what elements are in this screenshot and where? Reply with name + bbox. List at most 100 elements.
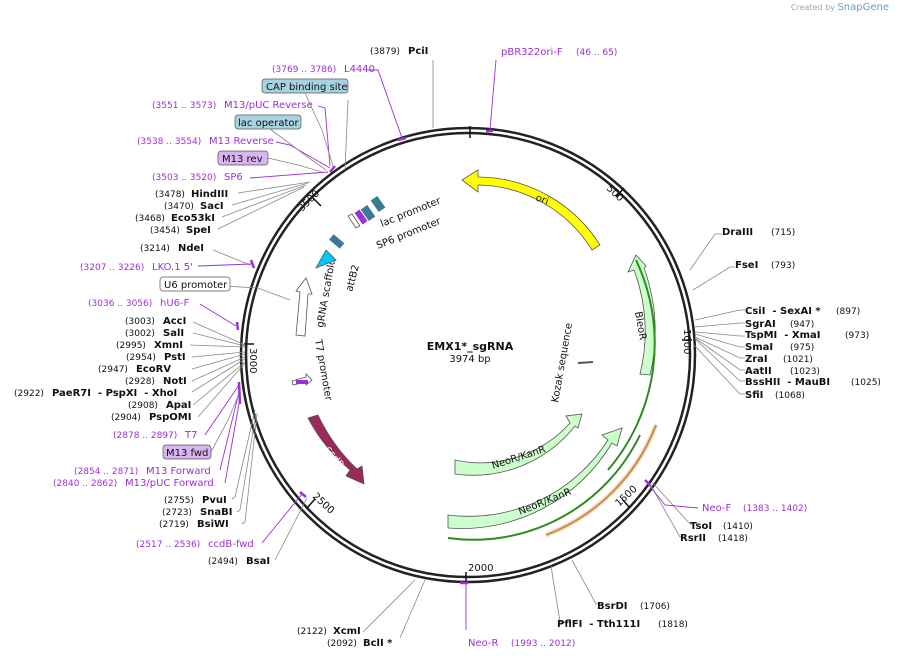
primer-ccdb-fwd: ccdB-fwd [208,539,254,550]
site-sali: SalI [163,328,184,339]
attb2-arrow [315,249,337,269]
primer-l4440-pos: (3769 .. 3786) [272,65,336,75]
site-bcli-pos: (2092) [327,639,357,649]
snapgene-credit: Created by SnapGene [791,2,889,13]
primer-lko: LKO.1 5' [152,262,193,273]
site-ecorv: EcoRV [136,364,171,375]
site-snabi-pos: (2723) [162,508,192,518]
site-xcmi: XcmI [333,626,361,637]
primer-lko-pos: (3207 .. 3226) [80,263,144,273]
plasmid-length: 3974 bp [449,354,490,365]
site-ecorv-pos: (2947) [98,365,128,375]
neokan-orf-rev [545,424,657,536]
primer-neo-f: Neo-F [702,503,732,514]
box-leader-lines [210,92,334,453]
site-sgrai: SgrAI [745,319,776,330]
primer-l4440: L4440 [344,64,375,75]
primer-t7: T7 [184,430,197,441]
site-bsai: BsaI [246,556,270,567]
neokan-orf-rev-glow [545,424,659,538]
attb2-box [329,234,345,249]
tick-500: 500 [604,183,625,204]
bleor-orf [607,259,656,471]
site-aatii: AatII [745,366,772,377]
site-pspomi-pos: (2904) [111,413,141,423]
site-saci: SacI [200,201,224,212]
site-smai-pos: (975) [790,343,814,353]
primer-pbr322ori-f: pBR322ori-F [501,47,563,58]
cap-box-label: CAP binding site [266,82,348,93]
tick-1000: 1000 [681,329,692,354]
site-snabi: SnaBI [200,507,232,518]
site-noti: NotI [163,376,187,387]
kozak-label: Kozak sequence [550,322,575,403]
site-pvui-pos: (2755) [164,496,194,506]
primer-sp6: SP6 [224,172,243,183]
m13rev-label: M13 rev [222,154,263,165]
site-apai: ApaI [166,400,191,411]
right-leader-lines [550,233,745,623]
primer-ccdb-fwd-pos: (2517 .. 2536) [136,540,200,550]
m13rev-box [354,209,368,225]
boxed-labels: CAP binding site lac operator M13 rev U6… [159,78,349,460]
site-sfii-pos: (1068) [775,391,805,401]
right-site-labels: DraIII (715) FseI (793) CsiI - SexAI * (… [557,227,881,630]
sp6-arrow [347,213,361,229]
credit-text: Created by [790,3,835,12]
primer-m13puc-fwd-pos: (2840 .. 2862) [53,479,117,489]
neokan2-label: NeoR/KanR [517,487,573,518]
primer-m13puc-fwd: M13/pUC Forward [125,478,214,489]
left-leader-lines [189,60,434,639]
site-bsshii-pos: (1025) [851,378,881,388]
primer-m13-fwd: M13 Forward [146,466,211,477]
site-pspomi: PspOMI [149,412,191,423]
ori-arrow [461,169,601,251]
tick-3000: 3000 [247,348,258,373]
site-csii: CsiI - SexAI * [745,306,821,317]
site-aatii-pos: (1023) [790,367,820,377]
site-paer7i: PaeR7I - PspXI - XhoI [52,388,177,399]
kozak-mark [577,361,594,364]
primer-m13puc-rev-pos: (3551 .. 3573) [152,101,216,111]
site-psti-pos: (2954) [126,353,156,363]
site-sali-pos: (3002) [125,329,155,339]
tick-marks [244,126,692,584]
site-tspmi: TspMI - XmaI [745,330,820,341]
u6-label: U6 promoter [164,280,228,291]
site-bsrdi: BsrDI [597,601,628,612]
ccdb-arrow [307,414,365,485]
site-acci-pos: (3003) [125,317,155,327]
site-ndei: NdeI [178,243,204,254]
primer-m13-rev: M13 Reverse [209,136,274,147]
primer-m13puc-rev: M13/pUC Reverse [224,100,313,111]
neokan1-arrow [454,413,583,476]
primer-m13-rev-pos: (3538 .. 3554) [137,137,201,147]
primer-pbr322ori-f-pos: (46 .. 65) [576,48,617,58]
site-xmni-pos: (2995) [116,341,146,351]
t7-primer-site [296,380,308,384]
t7-promoter-label: T7 promoter [312,338,334,403]
site-apai-pos: (2908) [128,401,158,411]
site-eco53ki-pos: (3468) [135,214,165,224]
site-sgrai-pos: (947) [790,320,814,330]
site-sfii: SfiI [745,390,763,401]
site-bsrdi-pos: (1706) [640,602,670,612]
site-pcii-pos: (3879) [370,47,400,57]
site-draiii: DraIII [722,227,753,238]
site-pflfi: PflFI - Tth111I [557,619,640,630]
primer-neo-f-pos: (1383 .. 1402) [743,504,807,514]
m13fwd-label: M13 fwd [166,448,208,459]
site-bsai-pos: (2494) [208,557,238,567]
primer-neo-r: Neo-R [468,638,499,649]
neokan-orf [447,434,641,541]
primer-sp6-pos: (3503 .. 3520) [152,173,216,183]
site-spei-pos: (3454) [150,226,180,236]
site-tspmi-pos: (973) [845,331,869,341]
left-site-labels: (3879) PciI (3478) HindIII (3470) SacI (… [14,46,428,649]
site-rsrii: RsrII [680,533,706,544]
primer-neo-r-pos: (1993 .. 2012) [511,639,575,649]
site-zrai-pos: (1021) [783,355,813,365]
site-hindiii-pos: (3478) [155,190,185,200]
site-acci: AccI [163,316,186,327]
primer-t7-pos: (2878 .. 2897) [113,431,177,441]
